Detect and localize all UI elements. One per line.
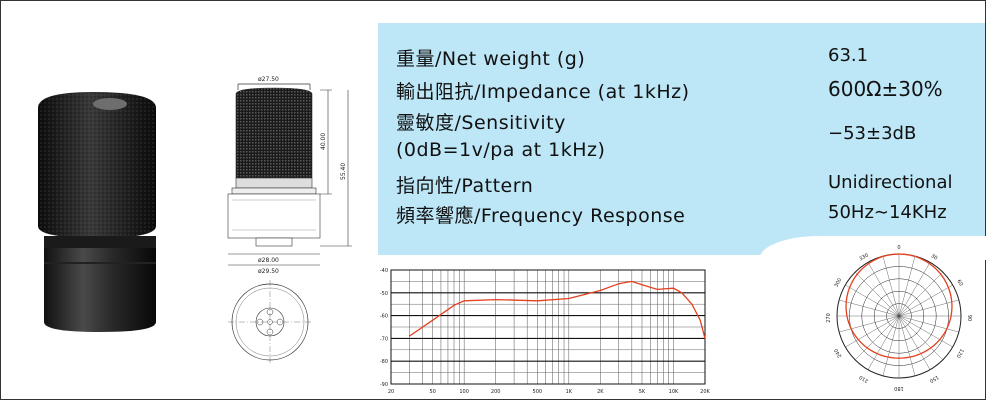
spec-label-weight: 重量/Net weight (g) (396, 48, 586, 70)
polar-angle-label: 120 (955, 347, 965, 358)
y-tick-label: -80 (380, 359, 388, 365)
polar-angle-label: 300 (833, 277, 843, 288)
x-tick-label: 200 (491, 389, 501, 395)
x-tick-label: 1K (566, 389, 573, 395)
x-tick-label: 20 (388, 389, 394, 395)
polar-spoke (898, 284, 953, 317)
y-tick-label: -40 (380, 268, 388, 274)
x-tick-label: 20K (700, 389, 710, 395)
polar-pattern-chart: 0 30 60 90 120 150 180 210 240 270 300 330 (812, 240, 988, 400)
y-tick-label: -70 (380, 336, 388, 342)
x-tick-label: 5K (639, 389, 646, 395)
polar-spoke (898, 315, 931, 370)
dim-top-label: ø27.50 (258, 76, 279, 83)
polar-angle-label: 30 (930, 253, 939, 261)
spec-label-sensitivity: 靈敏度/Sensitivity (396, 112, 566, 134)
polar-angle-label: 240 (833, 347, 843, 358)
polar-angle-label: 90 (966, 315, 972, 321)
spec-panel-cutout (760, 236, 988, 260)
polar-spoke (898, 315, 953, 348)
polar-angle-label: 60 (955, 279, 963, 288)
polar-spoke (855, 315, 900, 360)
x-tick-label: 50 (429, 389, 435, 395)
polar-angle-label: 270 (826, 313, 832, 323)
polar-angle-label: 330 (858, 252, 869, 262)
spec-panel (378, 23, 985, 255)
polar-spoke (839, 315, 900, 333)
polar-spoke (839, 299, 900, 317)
spec-label-impedance: 輸出阻抗/Impedance (at 1kHz) (396, 81, 690, 103)
x-tick-label: 500 (533, 389, 543, 395)
spec-label-pattern: 指向性/Pattern (396, 175, 534, 197)
polar-spoke (867, 262, 900, 317)
spec-value-frequency: 50Hz∼14KHz (828, 202, 947, 223)
polar-spoke (855, 272, 900, 317)
spec-label-sensitivity-ref: (0dB=1v/pa at 1kHz) (396, 139, 606, 161)
polar-spoke (882, 315, 900, 376)
plot-border (390, 269, 706, 385)
polar-spoke (898, 262, 931, 317)
polar-spoke (882, 256, 900, 317)
dim-h2-label: 55.40 (340, 163, 347, 180)
y-tick-label: -60 (380, 314, 388, 320)
spec-value-pattern: Unidirectional (828, 172, 953, 193)
y-tick-label: -90 (380, 382, 388, 388)
polar-spoke (867, 315, 900, 370)
x-tick-label: 100 (459, 389, 469, 395)
polar-angle-label: 150 (928, 374, 939, 384)
spec-value-impedance: 600Ω±30% (828, 77, 943, 101)
polar-spoke (898, 315, 916, 376)
polar-spoke (898, 315, 943, 360)
polar-angle-label: 180 (894, 385, 904, 391)
bottom-view-drawing (228, 280, 312, 364)
polar-spoke (898, 272, 943, 317)
microphone-cartridge-image (28, 86, 178, 346)
polar-pattern-curve (845, 253, 953, 359)
polar-angle-label: 0 (897, 245, 900, 251)
dim-h1-label: 40.00 (320, 133, 327, 150)
response-curve (409, 280, 706, 339)
dim-b2-label: ø29.50 (258, 268, 279, 275)
dim-b1-label: ø28.00 (258, 257, 279, 264)
x-tick-label: 2K (597, 389, 604, 395)
spec-label-frequency: 頻率響應/Frequency Response (396, 205, 686, 227)
polar-spoke (845, 315, 900, 348)
dimension-drawing: ø27.50 40.00 55.40 ø28.00 ø29.50 (210, 70, 360, 370)
spec-value-weight: 63.1 (828, 45, 869, 66)
polar-spoke (898, 315, 959, 333)
spec-value-sensitivity: −53±3dB (828, 123, 917, 144)
polar-spoke (898, 299, 959, 317)
polar-spoke (898, 256, 916, 317)
y-tick-label: -50 (380, 291, 388, 297)
polar-spoke (845, 284, 900, 317)
x-tick-label: 10K (669, 389, 679, 395)
polar-angle-label: 210 (858, 374, 869, 384)
